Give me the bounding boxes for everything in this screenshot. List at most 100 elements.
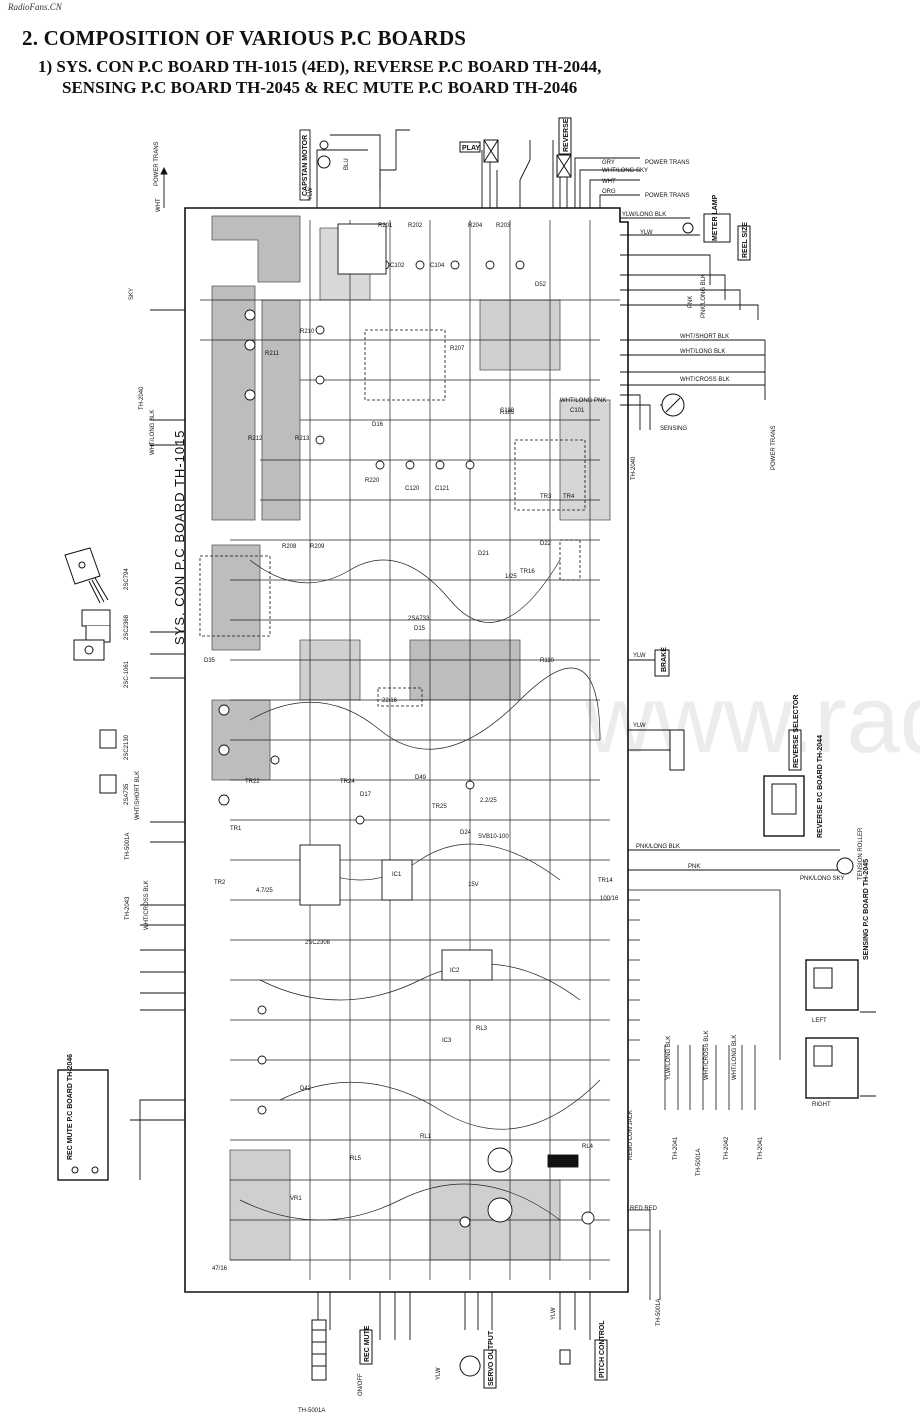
svg-text:WHT/LONG PNK: WHT/LONG PNK xyxy=(560,398,606,404)
svg-text:PLAY: PLAY xyxy=(462,145,480,152)
svg-text:22/16: 22/16 xyxy=(382,698,398,704)
svg-text:WHT/CROSS BLK: WHT/CROSS BLK xyxy=(704,1030,710,1080)
svg-text:C102: C102 xyxy=(390,263,405,269)
svg-text:TR16: TR16 xyxy=(520,569,535,575)
svg-text:R202: R202 xyxy=(408,223,423,229)
svg-text:RL1: RL1 xyxy=(420,1134,432,1140)
board-outline xyxy=(184,207,629,1293)
transistor-2sc2130: 2SC2130 xyxy=(99,729,130,760)
svg-text:WHT/SHORT BLK: WHT/SHORT BLK xyxy=(135,771,141,820)
svg-text:100/16: 100/16 xyxy=(600,896,619,902)
svg-text:R204: R204 xyxy=(468,223,483,229)
svg-text:RL4: RL4 xyxy=(582,1144,594,1150)
svg-text:TR22: TR22 xyxy=(245,779,260,785)
svg-text:D42: D42 xyxy=(300,1086,312,1092)
play-solenoid: PLAY xyxy=(459,139,499,163)
svg-text:TH-5001A: TH-5001A xyxy=(298,1408,325,1414)
svg-text:2SC2368: 2SC2368 xyxy=(124,614,130,640)
svg-text:R203: R203 xyxy=(496,223,511,229)
svg-text:IC3: IC3 xyxy=(442,1038,452,1044)
svg-text:POWER TRANS: POWER TRANS xyxy=(154,141,160,186)
svg-text:WHT/CROSS BLK: WHT/CROSS BLK xyxy=(680,377,730,383)
svg-text:ON/OFF: ON/OFF xyxy=(358,1373,364,1396)
svg-text:R110: R110 xyxy=(540,658,555,664)
svg-text:D35: D35 xyxy=(204,658,216,664)
svg-text:PNK: PNK xyxy=(688,296,694,308)
svg-text:TR1: TR1 xyxy=(230,826,242,832)
svg-text:GRY: GRY xyxy=(602,160,615,166)
svg-text:TENSION ROLLER: TENSION ROLLER xyxy=(858,827,864,880)
svg-text:2.2/25: 2.2/25 xyxy=(480,798,497,804)
svg-text:REVERSE P.C BOARD TH-2044: REVERSE P.C BOARD TH-2044 xyxy=(817,735,824,838)
source-watermark: RadioFans.CN xyxy=(8,2,62,12)
svg-text:2SC794: 2SC794 xyxy=(124,568,130,590)
svg-text:R211: R211 xyxy=(265,351,280,357)
svg-text:TR24: TR24 xyxy=(340,779,355,785)
svg-text:D15: D15 xyxy=(414,626,426,632)
ghost-watermark: www.rad xyxy=(584,666,920,773)
page-title: 2. COMPOSITION OF VARIOUS P.C BOARDS xyxy=(22,26,467,50)
reverse-pc-board: REVERSE P.C BOARD TH-2044 PNK/LONG BLK P… xyxy=(628,735,864,882)
svg-text:2SC2308: 2SC2308 xyxy=(305,940,331,946)
power-trans-left: POWER TRANS WHT xyxy=(154,141,162,212)
svg-text:2SA733: 2SA733 xyxy=(408,616,430,622)
svg-text:WHT: WHT xyxy=(156,198,162,212)
svg-text:REMO CON JACK: REMO CON JACK xyxy=(628,1110,634,1160)
section-subtitle-line1: 1) SYS. CON P.C BOARD TH-1015 (4ED), REV… xyxy=(38,57,602,76)
svg-text:C110: C110 xyxy=(500,408,515,414)
svg-text:BRAKE: BRAKE xyxy=(661,647,668,672)
svg-text:YLW: YLW xyxy=(640,230,653,236)
svg-text:TR4: TR4 xyxy=(563,494,575,500)
svg-text:PITCH CONTROL: PITCH CONTROL xyxy=(599,1320,606,1378)
svg-text:TH-2041: TH-2041 xyxy=(673,1136,679,1160)
svg-text:2SA735: 2SA735 xyxy=(124,783,130,805)
svg-text:4.7/25: 4.7/25 xyxy=(256,888,273,894)
svg-text:R207: R207 xyxy=(450,346,465,352)
svg-text:D22: D22 xyxy=(540,541,552,547)
svg-text:D49: D49 xyxy=(415,775,427,781)
rec-mute-board: REC MUTE P.C BOARD TH-2046 xyxy=(57,1054,109,1181)
svg-text:TH-5001A: TH-5001A xyxy=(125,833,131,860)
svg-text:D16: D16 xyxy=(372,422,384,428)
bottom-connectors: TH-5001A REC MUTE ON/OFF YLW SERVO OUTPU… xyxy=(298,1307,608,1414)
left-wiring xyxy=(130,309,185,1180)
svg-text:WHT/LONG BLK: WHT/LONG BLK xyxy=(150,410,156,455)
transistor-2sc794: 2SC794 xyxy=(64,547,130,604)
svg-text:TH-2041: TH-2041 xyxy=(758,1136,764,1160)
svg-text:YLW/LONG BLK: YLW/LONG BLK xyxy=(622,212,666,218)
svg-text:R208: R208 xyxy=(282,544,297,550)
sensing-pc-board: SENSING P.C BOARD TH-2045 LEFT RIGHT xyxy=(805,859,876,1108)
svg-text:REEL SIZE: REEL SIZE xyxy=(742,222,749,258)
svg-text:TR3: TR3 xyxy=(540,494,552,500)
svg-text:R212: R212 xyxy=(248,436,263,442)
svg-text:TH-2040: TH-2040 xyxy=(631,456,637,480)
svg-text:15V: 15V xyxy=(468,882,479,888)
transistor-2sa735: 2SA735 xyxy=(99,774,130,805)
svg-text:C101: C101 xyxy=(570,408,585,414)
svg-text:YLW: YLW xyxy=(551,1307,557,1320)
section-subtitle-line2: SENSING P.C BOARD TH-2045 & REC MUTE P.C… xyxy=(62,78,578,97)
left-connectors: SKY TH-2040 WHT/LONG BLK TH-5001A TH-204… xyxy=(125,288,156,930)
svg-text:IC2: IC2 xyxy=(450,968,460,974)
svg-text:YLW: YLW xyxy=(436,1367,442,1380)
svg-text:METER LAMP: METER LAMP xyxy=(712,194,719,241)
svg-text:D52: D52 xyxy=(535,282,547,288)
power-trans-right: GRY POWER TRANS WHT/LONG SKY WHT ORG POW… xyxy=(560,160,777,480)
svg-text:WHT/CROSS BLK: WHT/CROSS BLK xyxy=(144,880,150,930)
svg-text:TR2: TR2 xyxy=(214,880,226,886)
svg-text:SVB10-100: SVB10-100 xyxy=(478,834,509,840)
svg-text:C104: C104 xyxy=(430,263,445,269)
svg-text:R210: R210 xyxy=(300,329,315,335)
reverse-solenoid: REVERSE xyxy=(556,117,572,178)
svg-text:47/16: 47/16 xyxy=(212,1266,228,1272)
bottom-wiring xyxy=(317,1292,591,1340)
svg-text:IC1: IC1 xyxy=(392,872,402,878)
svg-text:PNK: PNK xyxy=(688,864,700,870)
svg-text:R209: R209 xyxy=(310,544,325,550)
svg-text:RL5: RL5 xyxy=(350,1156,362,1162)
svg-text:POWER TRANS: POWER TRANS xyxy=(645,193,690,199)
svg-text:PNK/LONG SKY: PNK/LONG SKY xyxy=(800,876,845,882)
capstan-motor-connector: CAPSTAN MOTOR BLU YLW xyxy=(299,129,350,201)
svg-text:YLW: YLW xyxy=(308,187,314,200)
